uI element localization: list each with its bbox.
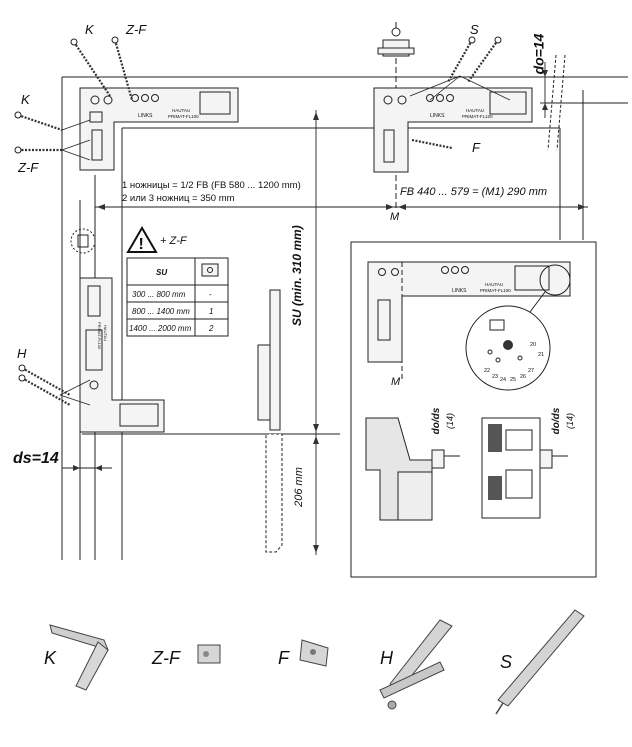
label-zf-left: Z-F xyxy=(18,160,39,175)
detail-inset xyxy=(350,241,597,578)
fb-note: FB 440 ... 579 = (M1) 290 mm xyxy=(400,186,548,198)
screw-icons xyxy=(17,39,499,406)
bracket-text: PRIMAT-FL100 xyxy=(480,288,511,293)
inset-number: 21 xyxy=(538,352,544,358)
do-label-wrap: do=14 xyxy=(530,26,556,86)
part-label-f: F xyxy=(278,648,289,668)
dods-value-right: (14) xyxy=(565,413,575,430)
label-s-top: S xyxy=(470,22,479,37)
table-row-range: 300 ... 800 mm xyxy=(132,290,186,299)
inset-number: 27 xyxy=(528,368,534,374)
bracket-text: PRIMAT-FL100 xyxy=(462,114,493,119)
inset-number: 26 xyxy=(520,374,526,380)
bracket-text: LINKS xyxy=(452,288,467,294)
label-k-top: K xyxy=(85,22,94,37)
svg-text:!: ! xyxy=(139,236,144,253)
corner-bracket-top-right xyxy=(373,87,533,173)
part-h-icon xyxy=(379,619,453,710)
marker-circle xyxy=(70,228,96,254)
profile-section xyxy=(481,417,568,519)
part-label-zf: Z-F xyxy=(152,648,180,668)
part-zf-icon xyxy=(197,644,221,664)
fb-dimension xyxy=(95,204,588,210)
table-header: SU xyxy=(156,268,167,277)
corner-bracket-bottom-left xyxy=(79,277,165,433)
bracket-text: LINKS xyxy=(138,113,153,119)
table-row-count: - xyxy=(209,290,212,299)
note-line-2: 2 или 3 ножниц = 350 mm xyxy=(122,193,235,204)
dods-label-left: do/ds xyxy=(431,407,442,435)
table-row-count: 1 xyxy=(209,307,213,316)
label-k-left: K xyxy=(21,92,30,107)
ds-dimension xyxy=(62,465,112,471)
scissor-arm-side-view xyxy=(257,289,283,553)
inset-number: 25 xyxy=(510,377,516,383)
bracket-text: HAUTAU xyxy=(466,108,484,113)
bracket-text: PRIMAT-FL100 xyxy=(97,322,102,350)
part-label-k: K xyxy=(44,648,57,668)
do-label: do=14 xyxy=(530,33,547,75)
leader-lines xyxy=(59,75,511,406)
dimension-206-label: 206 mm xyxy=(293,467,305,507)
bracket-text: PRIMAT-FL100 xyxy=(168,114,199,119)
center-clip xyxy=(377,22,415,57)
bracket-text: HAUTAU xyxy=(485,282,503,287)
ds-label: ds=14 xyxy=(13,450,59,467)
dods-label-right: do/ds xyxy=(551,407,562,435)
warning-icon: ! xyxy=(126,226,158,253)
label-m-main: M xyxy=(390,211,400,223)
part-f-icon xyxy=(299,639,329,667)
bracket-text: HAUTAU xyxy=(103,325,108,341)
screw-head-icons xyxy=(14,36,502,382)
inset-number: 24 xyxy=(500,377,506,383)
label-h-left: H xyxy=(17,346,27,361)
table-row-range: 800 ... 1400 mm xyxy=(132,307,190,316)
su-dimension-label: SU (min. 310 mm) xyxy=(290,225,304,326)
part-label-h: H xyxy=(380,648,393,668)
inset-number: 20 xyxy=(530,342,536,348)
corner-bracket-top-left xyxy=(79,87,239,171)
table-header-icon xyxy=(201,263,219,277)
part-s-icon xyxy=(495,609,585,715)
part-label-s: S xyxy=(500,652,513,672)
wood-section xyxy=(365,417,460,521)
note-line-1: 1 ножницы = 1/2 FB (FB 580 ... 1200 mm) xyxy=(122,180,301,191)
do-dimension xyxy=(540,62,550,118)
inset-number: 22 xyxy=(484,368,490,374)
dods-value-left: (14) xyxy=(445,413,455,430)
label-zf-top: Z-F xyxy=(126,22,147,37)
inset-number: 23 xyxy=(492,374,498,380)
label-f-right: F xyxy=(472,140,480,155)
bracket-text: HAUTAU xyxy=(172,108,190,113)
warning-label: + Z-F xyxy=(160,235,188,247)
table-row-range: 1400 ... 2000 mm xyxy=(129,324,192,333)
label-m-inset: M xyxy=(391,376,401,388)
table-row-count: 2 xyxy=(208,324,214,333)
bracket-text: LINKS xyxy=(430,113,445,119)
part-k-icon xyxy=(49,624,109,691)
